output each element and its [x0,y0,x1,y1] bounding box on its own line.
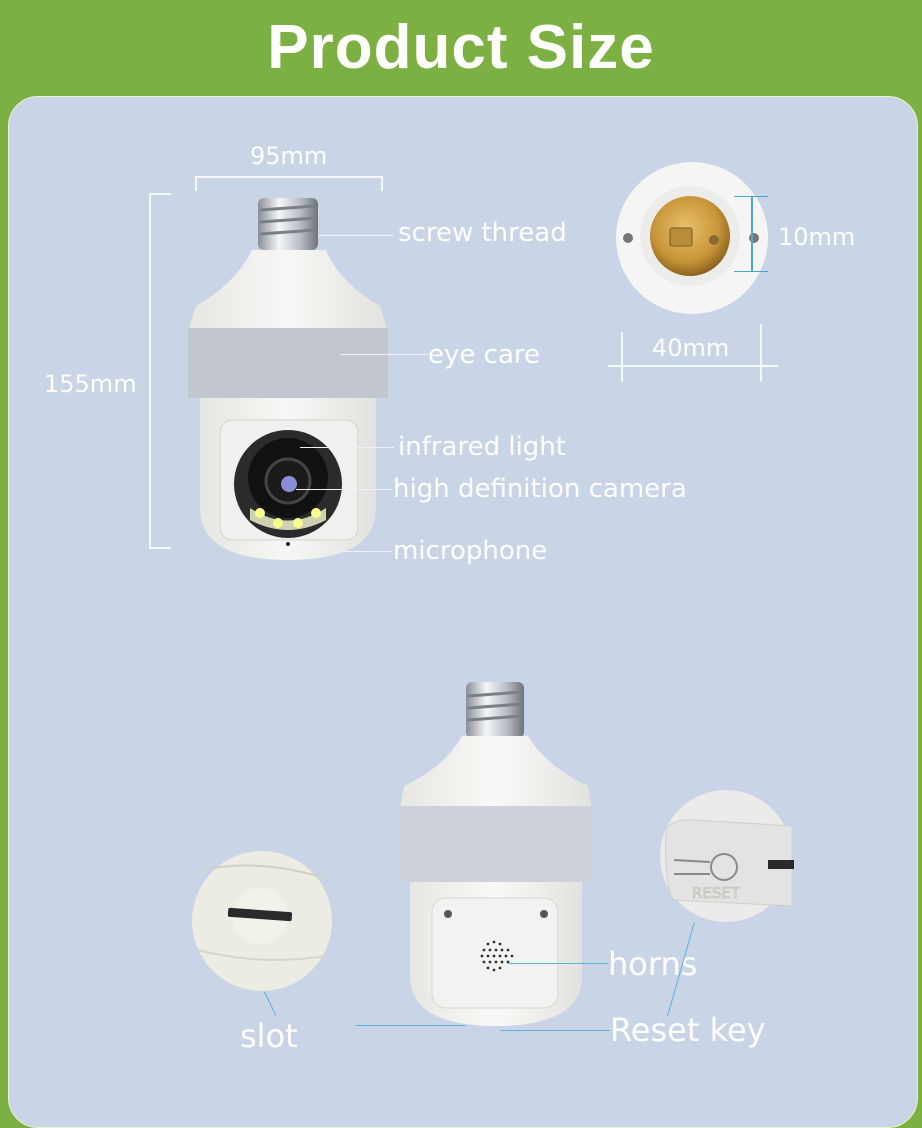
screw-thread-leader [318,235,394,236]
height-bracket [149,193,151,549]
socket-image [616,162,768,314]
width-bracket-right-tick [381,176,383,191]
reset-engraving: RESET [692,884,741,902]
height-bracket-bottom-tick [149,547,171,549]
width-bracket-left-tick [195,176,197,191]
socket-depth-top-tick [734,196,768,197]
height-dimension-label: 155mm [44,370,137,398]
infrared-light-leader [300,447,394,448]
socket-depth-bottom-tick [734,271,768,272]
reset-key-label: Reset key [610,1011,766,1049]
bulb-camera-front-image [188,198,388,560]
hd-camera-label: high definition camera [393,474,687,504]
hd-camera-leader [296,489,392,490]
horns-leader [508,963,608,964]
width-dimension-label: 95mm [250,142,328,170]
reset-inset-image: RESET [660,790,794,922]
socket-width-bracket [608,365,778,367]
eye-care-leader [340,354,428,355]
width-bracket [195,176,383,178]
microphone-label: microphone [393,536,548,566]
socket-width-left-tick [621,332,623,382]
slot-leader [356,1025,466,1026]
screw-thread-label: screw thread [398,218,567,248]
eye-care-label: eye care [428,340,540,370]
infrared-light-label: infrared light [398,432,566,462]
bulb-camera-back-image [400,682,592,1026]
reset-key-leader [500,1030,610,1031]
socket-depth-bracket [751,196,753,272]
page-title: Product Size [267,13,655,82]
socket-depth-label: 10mm [778,223,856,251]
horns-label: horns [608,945,698,983]
height-bracket-top-tick [149,193,171,195]
socket-width-label: 40mm [652,334,730,362]
slot-inset-image [192,851,332,991]
slot-label: slot [240,1017,298,1055]
socket-width-right-tick [760,324,762,382]
microphone-leader [290,551,392,552]
